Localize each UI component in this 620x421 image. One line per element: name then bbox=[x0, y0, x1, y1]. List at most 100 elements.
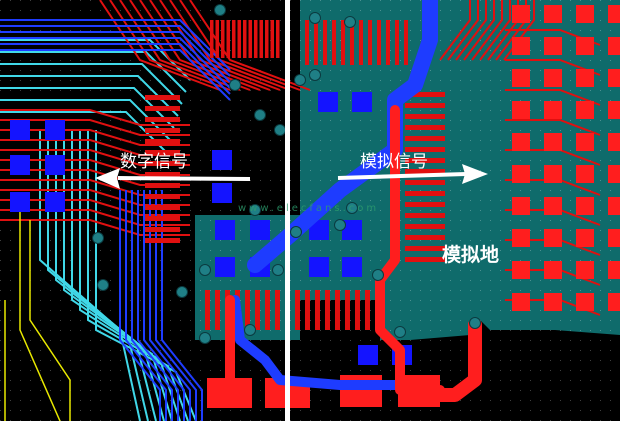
red-pad bbox=[608, 229, 620, 247]
red-pad bbox=[544, 293, 562, 311]
fine-pad bbox=[205, 290, 210, 330]
fine-pad bbox=[145, 205, 180, 210]
red-pad bbox=[576, 101, 594, 119]
red-square-pads bbox=[512, 5, 620, 311]
blue-trace bbox=[0, 43, 231, 95]
blue-pad bbox=[250, 220, 270, 240]
via bbox=[272, 264, 284, 276]
cyan-trace bbox=[71, 130, 173, 421]
fine-pad bbox=[359, 20, 363, 65]
blue-pad bbox=[212, 150, 232, 170]
fine-pad bbox=[145, 117, 180, 122]
fine-pad bbox=[405, 147, 445, 152]
fine-pad bbox=[145, 238, 180, 243]
red-pad bbox=[544, 197, 562, 215]
blue-pad bbox=[215, 220, 235, 240]
via bbox=[372, 269, 384, 281]
red-pad bbox=[512, 5, 530, 23]
analog-signal-label: 模拟信号 bbox=[360, 152, 428, 172]
red-pad bbox=[576, 165, 594, 183]
fine-pad bbox=[259, 20, 263, 58]
red-pad bbox=[576, 37, 594, 55]
vias bbox=[92, 4, 481, 344]
fine-pad bbox=[405, 136, 445, 141]
red-pad bbox=[512, 261, 530, 279]
fine-pad bbox=[405, 125, 445, 130]
fine-pad bbox=[270, 20, 274, 58]
blue-trace bbox=[0, 31, 231, 83]
fine-pad bbox=[265, 20, 269, 58]
fine-pad bbox=[404, 20, 408, 65]
blue-trace bbox=[143, 190, 185, 421]
split-divider bbox=[285, 0, 290, 421]
fine-pad bbox=[395, 20, 399, 65]
analog-ground-label: 模拟地 bbox=[442, 244, 500, 266]
fine-pad bbox=[145, 95, 180, 100]
via bbox=[176, 286, 188, 298]
red-pad bbox=[512, 229, 530, 247]
red-trace bbox=[479, 0, 511, 61]
fine-pad bbox=[295, 290, 300, 330]
red-pad bbox=[608, 261, 620, 279]
fine-pad bbox=[323, 20, 327, 65]
blue-pad bbox=[318, 92, 338, 112]
fine-pad bbox=[237, 20, 241, 58]
blue-pad bbox=[358, 345, 378, 365]
via bbox=[199, 264, 211, 276]
red-pad bbox=[544, 229, 562, 247]
blue-pad bbox=[309, 257, 329, 277]
fine-pad bbox=[243, 20, 247, 58]
blue-trace bbox=[0, 49, 231, 101]
fine-pad bbox=[405, 257, 445, 262]
red-pad bbox=[608, 69, 620, 87]
red-pad bbox=[608, 101, 620, 119]
red-pad bbox=[576, 197, 594, 215]
blue-trace bbox=[155, 190, 197, 421]
via bbox=[394, 326, 406, 338]
fine-pad bbox=[332, 20, 336, 65]
red-trace bbox=[455, 0, 487, 61]
red-pad bbox=[608, 5, 620, 23]
fine-pad bbox=[355, 290, 360, 330]
red-pad bbox=[608, 165, 620, 183]
blue-pad bbox=[212, 183, 232, 203]
fine-pad bbox=[315, 290, 320, 330]
fine-pad bbox=[145, 216, 180, 221]
fine-pad bbox=[350, 20, 354, 65]
via bbox=[92, 232, 104, 244]
fine-pad bbox=[377, 20, 381, 65]
blue-pad bbox=[10, 155, 30, 175]
fine-pad bbox=[210, 20, 214, 58]
blue-pad bbox=[309, 220, 329, 240]
via bbox=[346, 202, 358, 214]
via bbox=[244, 324, 256, 336]
red-trace bbox=[505, 89, 601, 106]
blue-trace bbox=[119, 190, 161, 421]
fine-pad bbox=[405, 158, 445, 163]
red-pad bbox=[512, 37, 530, 55]
via bbox=[274, 124, 286, 136]
fine-pad bbox=[325, 290, 330, 330]
blue-trace bbox=[0, 37, 231, 89]
fine-pad bbox=[215, 20, 219, 58]
fine-pad bbox=[232, 20, 236, 58]
red-trace bbox=[169, 0, 291, 91]
via bbox=[290, 226, 302, 238]
red-pad bbox=[512, 101, 530, 119]
via bbox=[344, 16, 356, 28]
blue-pad bbox=[215, 257, 235, 277]
fine-pad bbox=[405, 103, 445, 108]
fine-pad bbox=[405, 191, 445, 196]
fine-pad bbox=[365, 290, 370, 330]
fine-pad bbox=[405, 169, 445, 174]
red-trace bbox=[505, 119, 601, 136]
fine-pad bbox=[145, 106, 180, 111]
fine-pad bbox=[345, 290, 350, 330]
fine-pad bbox=[275, 290, 280, 330]
yellow-traces bbox=[4, 200, 71, 421]
red-pad bbox=[608, 293, 620, 311]
fine-pad bbox=[145, 183, 180, 188]
cyan-trace bbox=[0, 75, 179, 117]
blue-pad bbox=[352, 92, 372, 112]
